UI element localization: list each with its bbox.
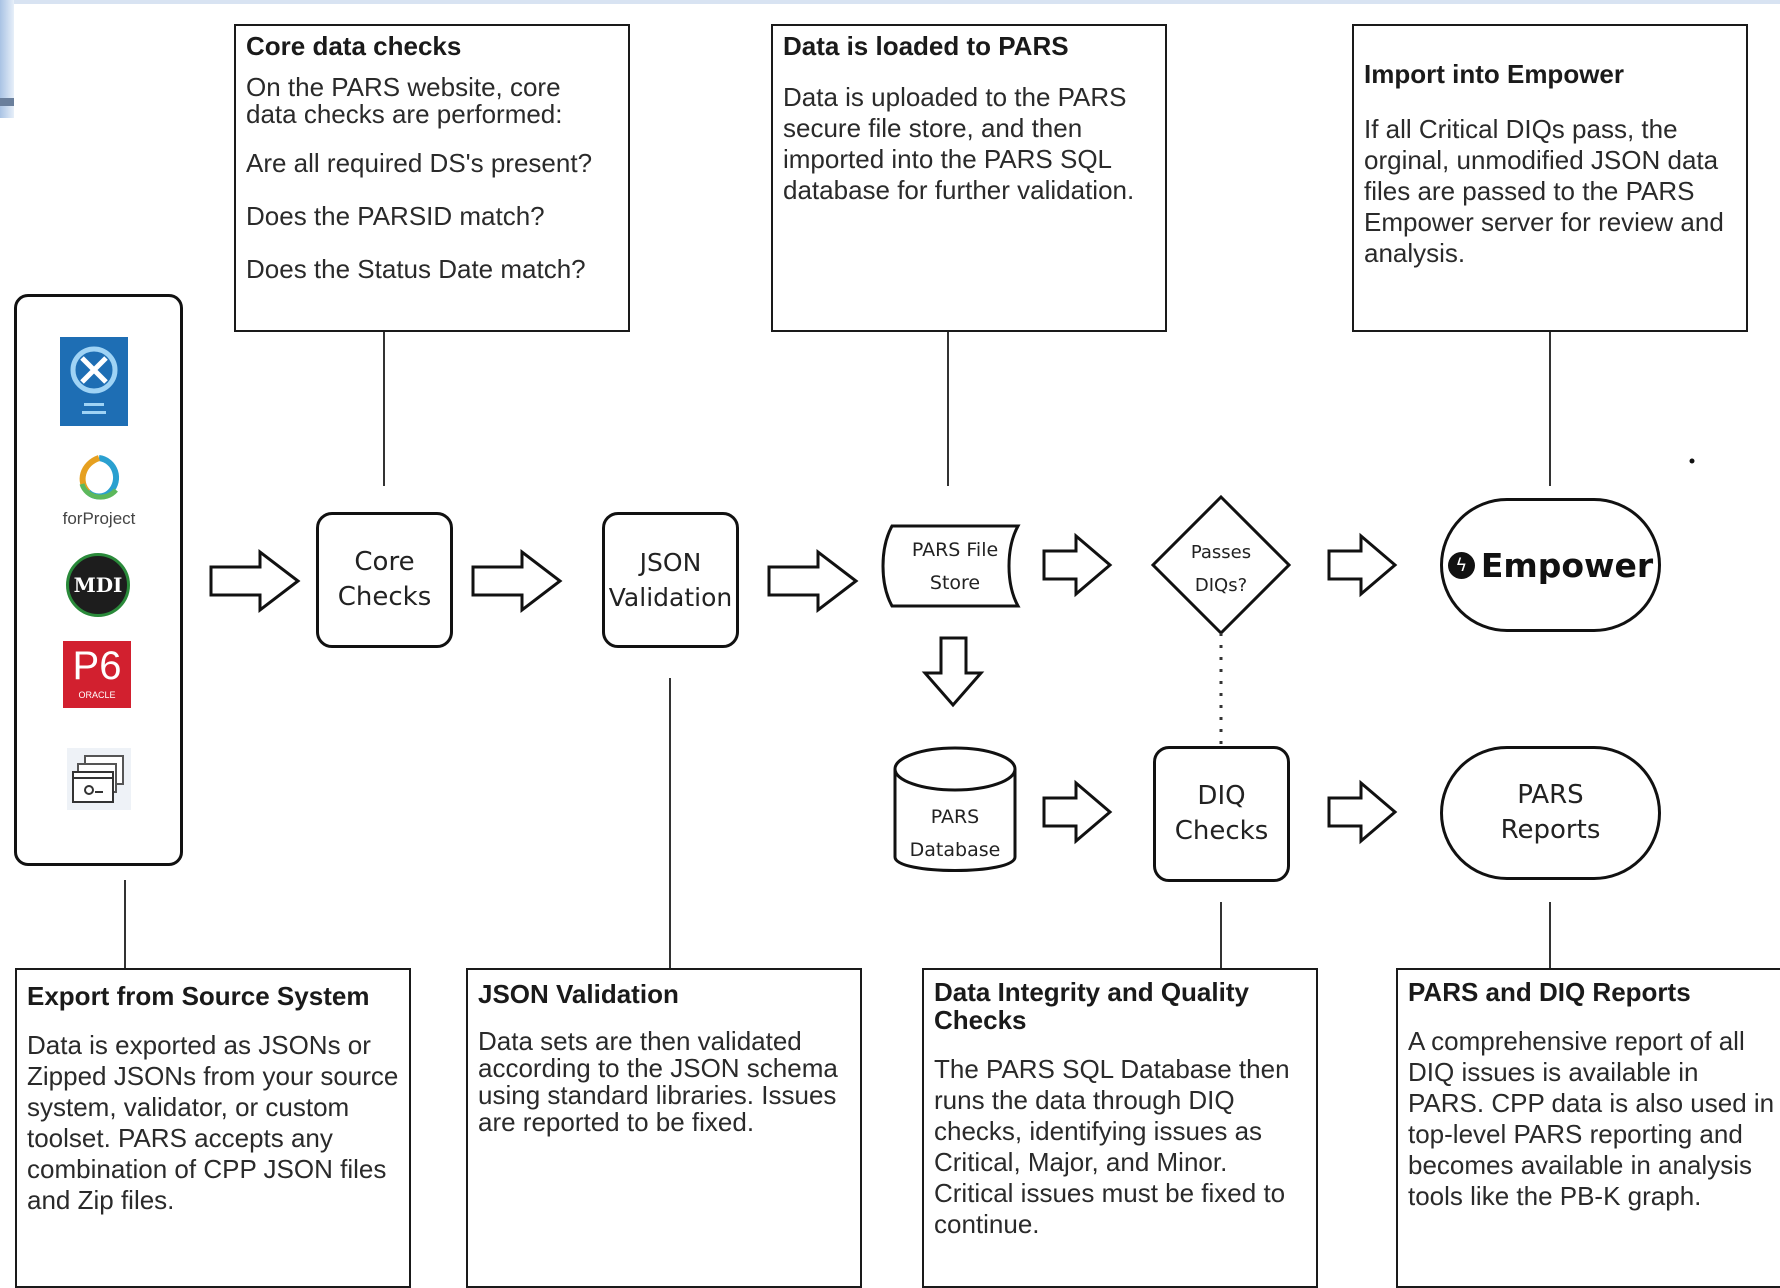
note-text: Does the Status Date match?	[246, 254, 586, 284]
node-label: PARS	[1517, 780, 1584, 810]
note-text: On the PARS website, core data checks ar…	[246, 72, 563, 129]
p6-oracle-logo-icon: P6 ORACLE	[63, 641, 131, 708]
node-label: Store	[929, 572, 981, 594]
arrow-right-icon	[1042, 532, 1113, 598]
note-text: Are all required DS's present?	[246, 148, 593, 178]
passes-diqs-label: Passes DIQs?	[1165, 536, 1277, 602]
forproject-swirl-icon	[79, 455, 120, 500]
connector-line	[669, 678, 671, 968]
connector-line	[1549, 902, 1551, 968]
connector-line	[124, 880, 126, 968]
note-text: If all Critical DIQs pass, the orginal, …	[1364, 114, 1724, 268]
pars-file-store-label: PARS File Store	[888, 534, 1022, 600]
arrow-right-icon	[471, 548, 563, 614]
empower-label: Empower	[1480, 545, 1654, 585]
note-title: Data is loaded to PARS	[783, 31, 1069, 61]
note-title: Core data checks	[246, 31, 462, 61]
node-label: Database	[909, 839, 1001, 861]
note-text: A comprehensive report of all DIQ issues…	[1408, 1026, 1775, 1211]
note-text: Data is uploaded to the PARS secure file…	[783, 82, 1135, 205]
connector-line	[1220, 902, 1222, 968]
forproject-logo-text: forProject	[62, 509, 136, 528]
mdi-logo-text: MDI	[73, 573, 123, 597]
node-label: Core	[354, 547, 415, 577]
p6-logo-text: P6	[72, 644, 122, 688]
note-title: JSON Validation	[478, 979, 679, 1009]
note-text: Data is exported as JSONs or Zipped JSON…	[27, 1030, 399, 1215]
empower-bolt-icon: ϟ	[1447, 551, 1475, 579]
window-corner-shadow	[0, 98, 14, 106]
empower-terminal: ϟ Empower	[1440, 498, 1661, 632]
note-pars-reports: PARS and DIQ Reports A comprehensive rep…	[1396, 968, 1780, 1288]
note-text: Data sets are then validated according t…	[478, 1026, 838, 1137]
oracle-logo-text: ORACLE	[78, 690, 116, 700]
note-diq-checks: Data Integrity and Quality Checks The PA…	[922, 968, 1318, 1288]
note-text: Does the PARSID match?	[246, 201, 545, 231]
connector-line	[383, 332, 385, 486]
node-label: DIQs?	[1194, 575, 1248, 596]
source-app-logo-icon	[60, 337, 128, 426]
arrow-right-icon	[1042, 779, 1113, 845]
stray-dot	[1689, 458, 1695, 464]
node-label: Checks	[337, 582, 432, 612]
pars-reports-terminal: PARS Reports	[1440, 746, 1661, 880]
note-title: Import into Empower	[1364, 59, 1624, 89]
note-title: Export from Source System	[27, 981, 370, 1011]
window-stack-icon	[72, 755, 124, 803]
note-core-data-checks: Core data checks On the PARS website, co…	[234, 24, 630, 332]
core-checks-box: Core Checks	[316, 512, 453, 648]
json-validation-box: JSON Validation	[602, 512, 739, 648]
diq-checks-box: DIQ Checks	[1153, 746, 1290, 882]
node-label: Checks	[1174, 816, 1269, 846]
window-top-bar	[0, 0, 1780, 4]
forproject-logo-icon: forProject	[60, 450, 138, 532]
pars-database-top	[893, 746, 1017, 792]
node-label: DIQ	[1197, 781, 1246, 811]
arrow-right-icon	[767, 548, 859, 614]
note-title: PARS and DIQ Reports	[1408, 977, 1691, 1007]
node-label: PARS	[930, 806, 980, 828]
note-text: The PARS SQL Database then runs the data…	[934, 1054, 1290, 1239]
arrow-right-icon	[1327, 779, 1398, 845]
node-label: Validation	[608, 583, 733, 612]
node-label: PARS File	[911, 539, 999, 561]
note-title: Data Integrity and Quality Checks	[934, 977, 1249, 1035]
note-export-source: Export from Source System Data is export…	[15, 968, 411, 1288]
node-label: Reports	[1500, 815, 1601, 845]
connector-line	[947, 332, 949, 486]
pars-database-label: PARS Database	[895, 801, 1015, 867]
note-json-validation: JSON Validation Data sets are then valid…	[466, 968, 862, 1288]
note-data-loaded: Data is loaded to PARS Data is uploaded …	[771, 24, 1167, 332]
x-circle-icon	[70, 346, 118, 414]
arrow-right-icon	[209, 548, 301, 614]
arrow-down-icon	[921, 636, 985, 708]
connector-line	[1549, 332, 1551, 486]
node-label: Passes	[1190, 542, 1252, 563]
validator-window-icon	[67, 748, 131, 810]
node-label: JSON	[639, 548, 702, 577]
arrow-right-icon	[1327, 532, 1398, 598]
window-corner-decoration	[0, 0, 14, 118]
mdi-logo-icon: MDI	[66, 553, 130, 617]
note-import-empower: Import into Empower If all Critical DIQs…	[1352, 24, 1748, 332]
